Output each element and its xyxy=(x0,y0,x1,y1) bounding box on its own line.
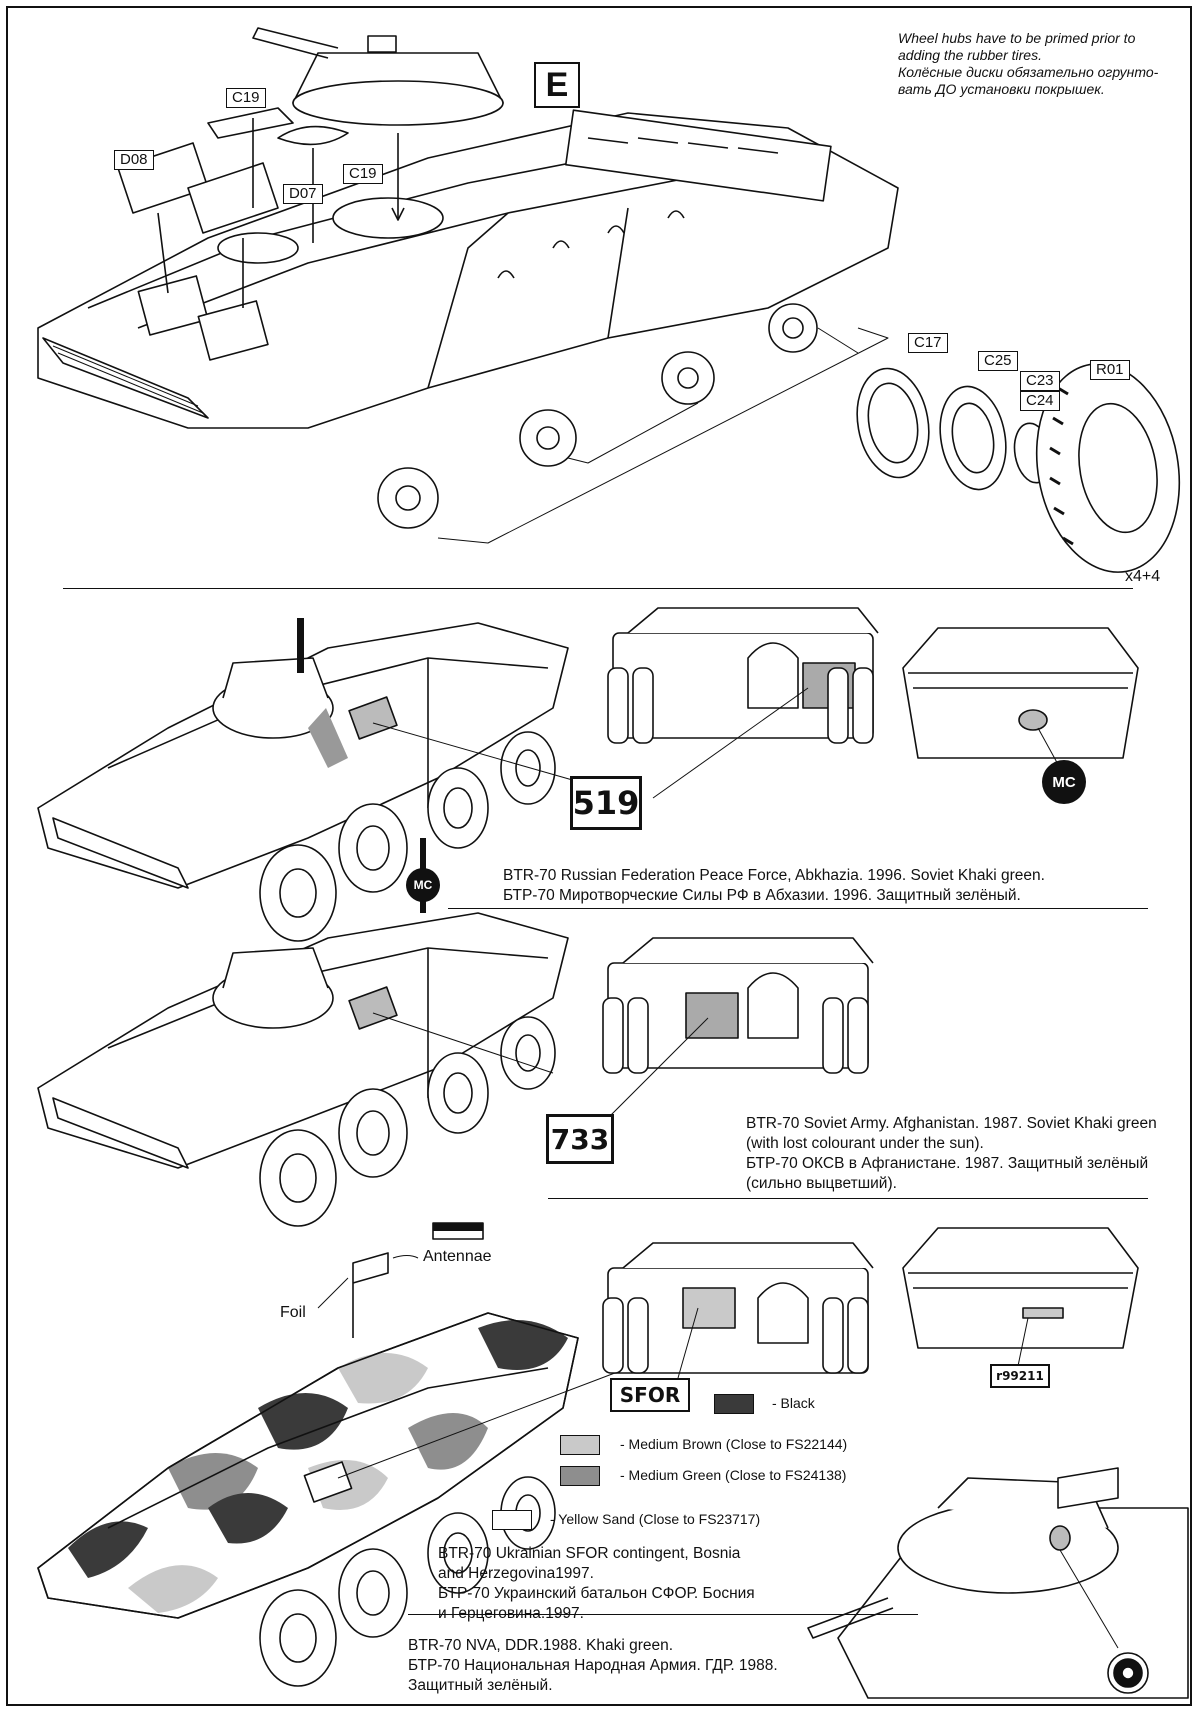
scheme3-caption-line-3: БТР-70 Украинский батальон СФОР. Босния xyxy=(438,1585,755,1602)
scheme4-caption-line-2: БТР-70 Национальная Народная Армия. ГДР.… xyxy=(408,1657,778,1674)
part-label-c19-side: C19 xyxy=(343,164,383,184)
instruction-sheet: E C19 C19 D08 D07 C17 C25 C23 C24 R01 x4… xyxy=(6,6,1192,1706)
divider-2 xyxy=(448,908,1148,909)
part-label-r01: R01 xyxy=(1090,360,1130,380)
scheme4-turret-drawing xyxy=(807,1467,1189,1699)
part-label-c24: C24 xyxy=(1020,391,1060,411)
scheme2-caption-line-2: (with lost colourant under the sun). xyxy=(746,1135,984,1152)
wheel-exploded-drawing xyxy=(856,363,1181,573)
legend-swatch-black xyxy=(714,1394,754,1414)
scheme3-sfor-plate: SFOR xyxy=(610,1378,690,1412)
part-label-c17: C17 xyxy=(908,333,948,353)
scheme2-vehicle-drawing xyxy=(37,912,874,1227)
scheme3-caption: BTR-70 Ukrainian SFOR contingent, Bosnia… xyxy=(438,1544,755,1624)
divider-4 xyxy=(408,1614,918,1615)
divider-3 xyxy=(548,1198,1148,1199)
scheme3-rear-plate: r99211 xyxy=(990,1364,1050,1388)
foil-label: Foil xyxy=(280,1304,306,1321)
assembly-hull-drawing xyxy=(37,27,899,544)
legend-swatch-sand xyxy=(492,1510,532,1530)
scheme1-caption-en: BTR-70 Russian Federation Peace Force, A… xyxy=(503,867,1045,884)
part-label-c19-top: C19 xyxy=(226,88,266,108)
note-line-1: Wheel hubs have to be primed prior to xyxy=(898,30,1136,46)
note-line-2: adding the rubber tires. xyxy=(898,47,1042,63)
step-letter: E xyxy=(534,62,580,108)
part-label-d07: D07 xyxy=(283,184,323,204)
part-label-d08: D08 xyxy=(114,150,154,170)
scheme1-mc-emblem: MC xyxy=(1042,760,1086,804)
scheme4-caption-line-1: BTR-70 NVA, DDR.1988. Khaki green. xyxy=(408,1637,674,1654)
scheme3-caption-line-4: и Герцеговина.1997. xyxy=(438,1605,584,1622)
divider-1 xyxy=(63,588,1133,589)
assembly-note: Wheel hubs have to be primed prior to ad… xyxy=(898,30,1158,98)
note-line-3: Колёсные диски обязательно огрунто- xyxy=(898,64,1159,80)
scheme2-caption-line-4: (сильно выцветший). xyxy=(746,1175,897,1192)
wheel-quantity: x4+4 xyxy=(1125,568,1161,585)
legend-label-green: - Medium Green (Close to FS24138) xyxy=(620,1467,847,1483)
scheme4-caption-line-3: Защитный зелёный. xyxy=(408,1677,553,1694)
scheme2-caption-line-1: BTR-70 Soviet Army. Afghanistan. 1987. S… xyxy=(746,1115,1157,1132)
scheme3-caption-line-2: and Herzegovina1997. xyxy=(438,1565,594,1582)
legend-swatch-green xyxy=(560,1466,600,1486)
scheme1-caption-ru: БТР-70 Миротворческие Силы РФ в Абхазии.… xyxy=(503,887,1021,904)
note-line-4: вать ДО установки покрышек. xyxy=(898,81,1105,97)
scheme3-caption-line-1: BTR-70 Ukrainian SFOR contingent, Bosnia xyxy=(438,1545,741,1562)
scheme2-number-plate: 733 xyxy=(546,1114,614,1164)
scheme1-vehicle-drawing xyxy=(37,607,1139,942)
legend-label-black: - Black xyxy=(772,1395,815,1411)
scheme1-caption: BTR-70 Russian Federation Peace Force, A… xyxy=(503,866,1045,906)
scheme1-mc-emblem-side: MC xyxy=(406,868,440,902)
scheme1-number-plate: 519 xyxy=(570,776,642,830)
part-label-c23: C23 xyxy=(1020,371,1060,391)
line-art xyxy=(37,27,1189,1699)
legend-label-brown: - Medium Brown (Close to FS22144) xyxy=(620,1436,848,1452)
scheme2-caption: BTR-70 Soviet Army. Afghanistan. 1987. S… xyxy=(746,1114,1157,1194)
antennae-label: Antennae xyxy=(423,1248,492,1265)
scheme2-caption-line-3: БТР-70 ОКСВ в Афганистане. 1987. Защитны… xyxy=(746,1155,1149,1172)
scheme3-vehicle-drawing xyxy=(37,1222,1139,1687)
part-label-c25: C25 xyxy=(978,351,1018,371)
legend-label-sand: - Yellow Sand (Close to FS23717) xyxy=(550,1511,761,1527)
legend-swatch-brown xyxy=(560,1435,600,1455)
scheme4-caption: BTR-70 NVA, DDR.1988. Khaki green. БТР-7… xyxy=(408,1636,778,1696)
